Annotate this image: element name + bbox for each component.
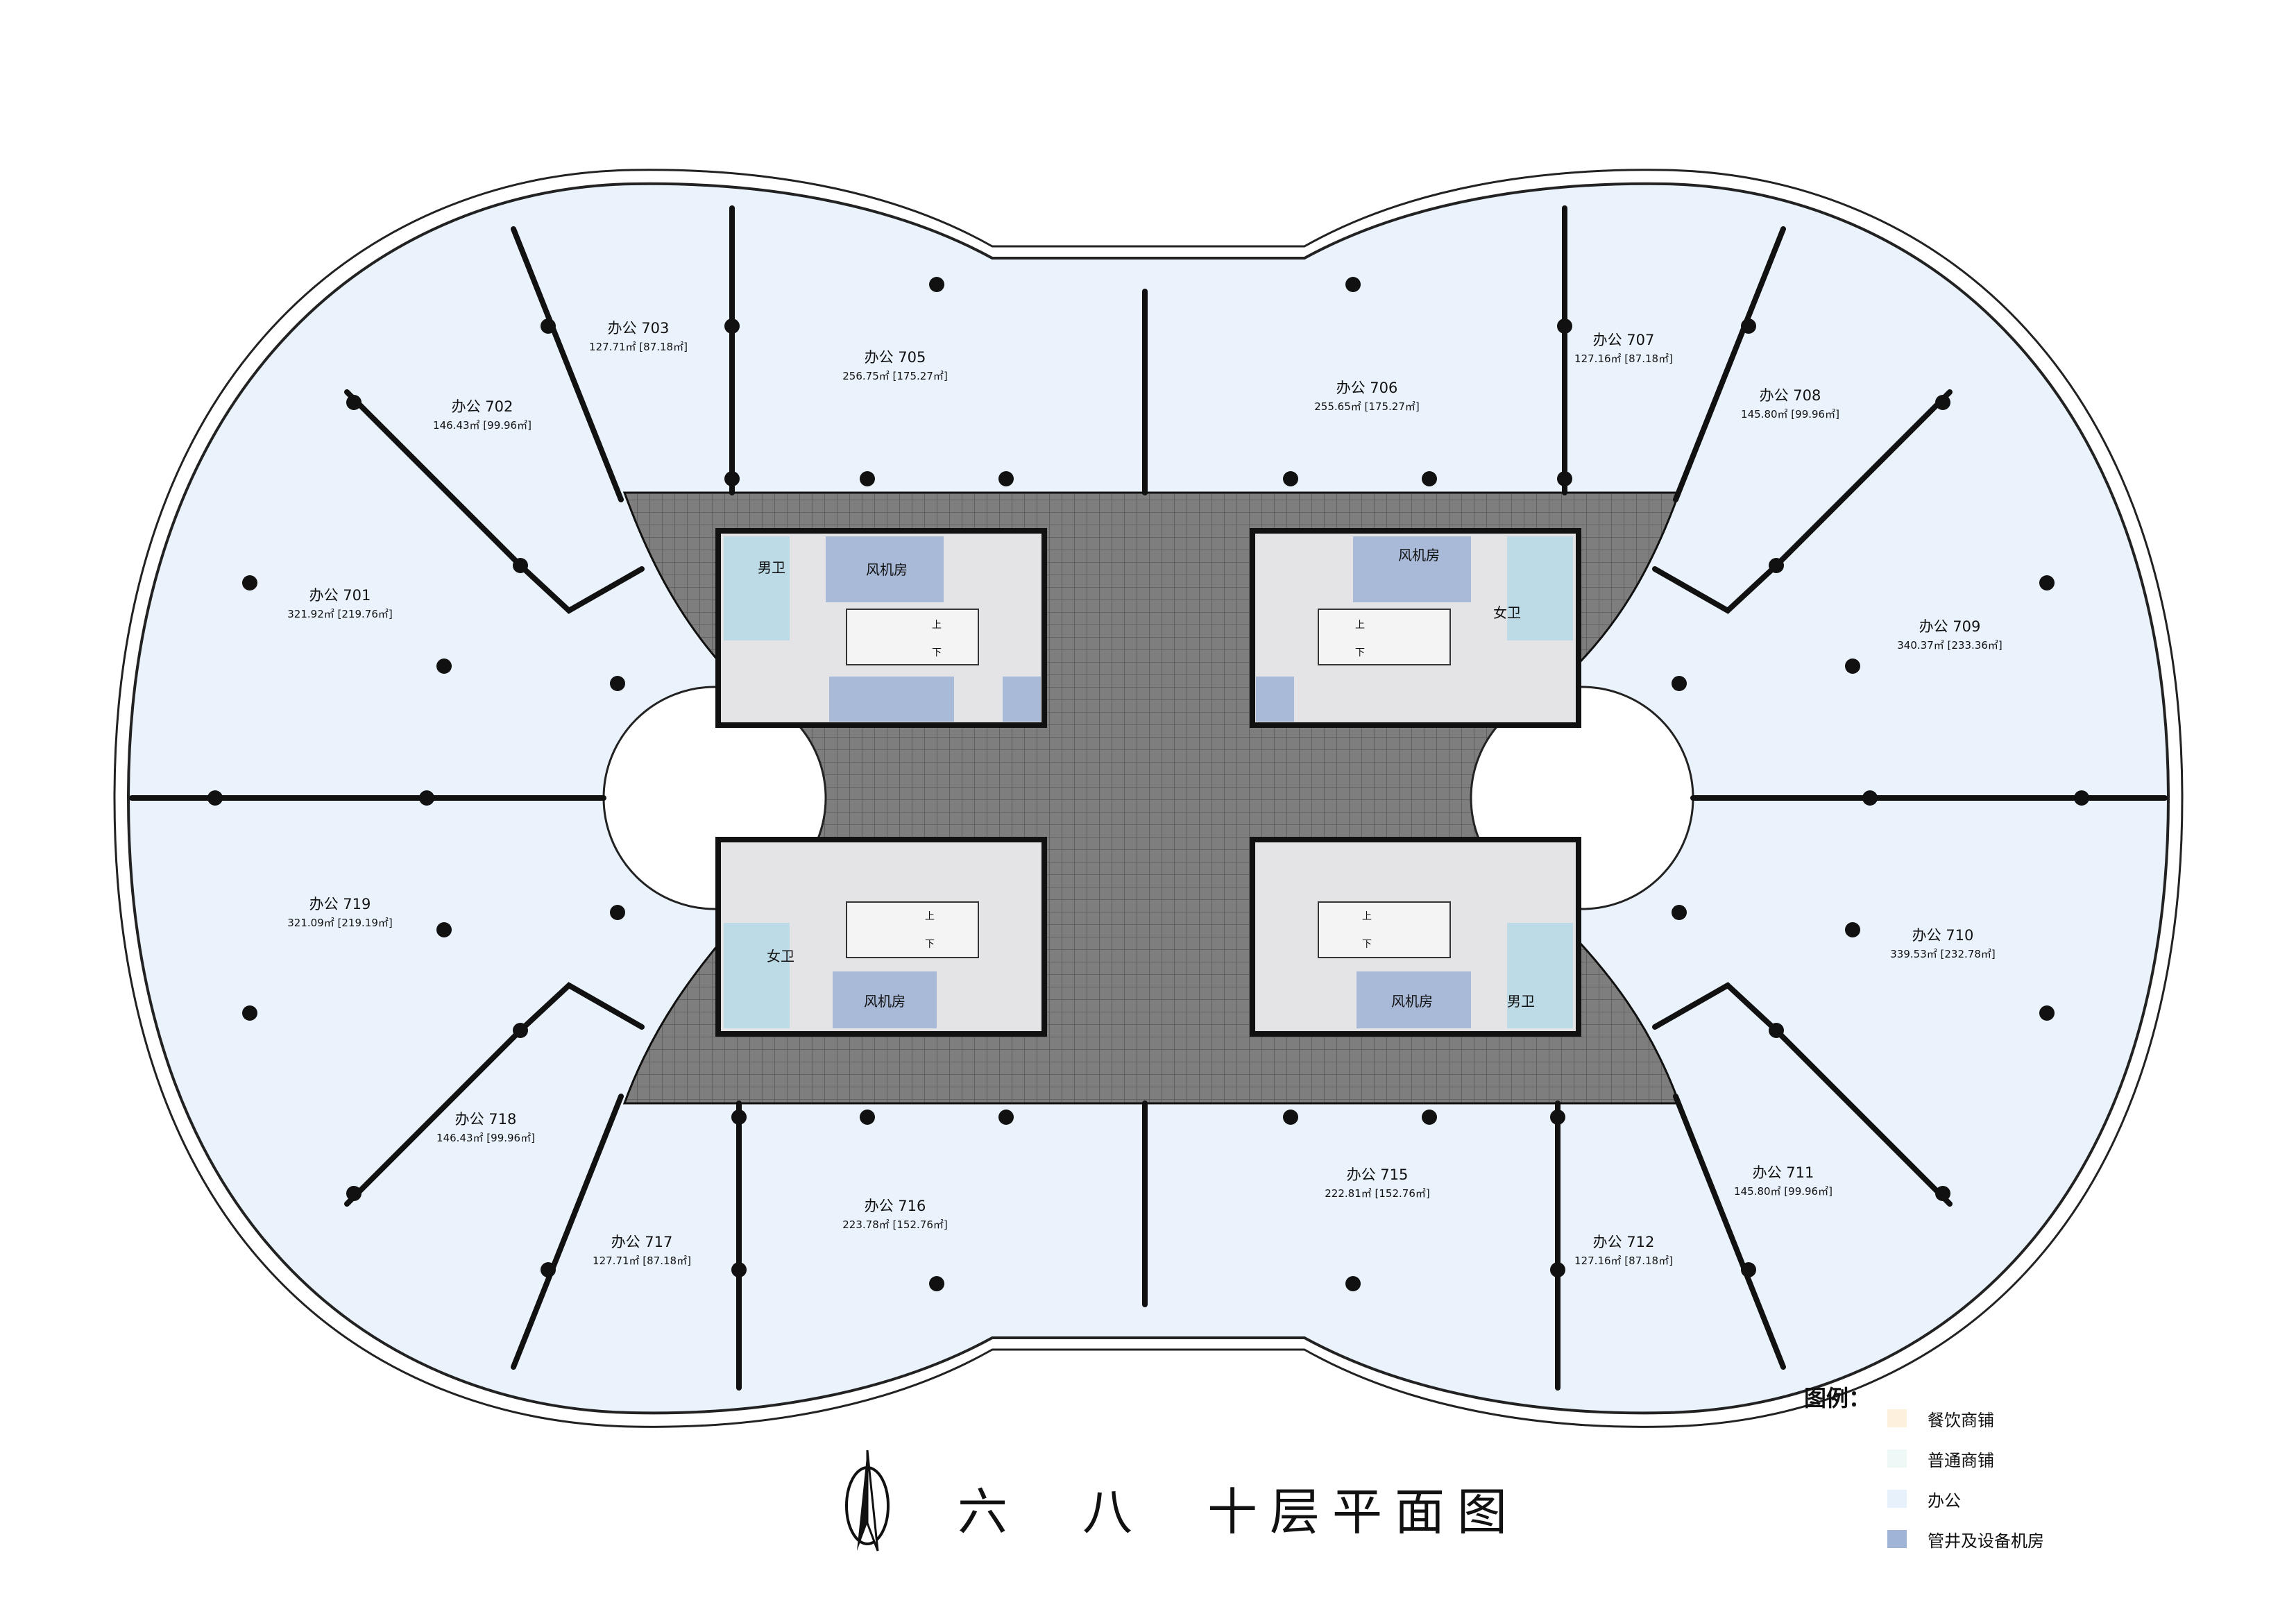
unit-710-area: 339.53㎡ [232.78㎡] [1890, 948, 1995, 960]
stair-up-label-nw: 上 [932, 620, 942, 631]
unit-711-area: 145.80㎡ [99.96㎡] [1734, 1185, 1832, 1198]
unit-707-name: 办公 707 [1593, 332, 1655, 348]
unit-706-area: 255.65㎡ [175.27㎡] [1314, 400, 1419, 413]
unit-702-name: 办公 702 [452, 398, 513, 415]
unit-701-area: 321.92㎡ [219.76㎡] [287, 608, 392, 620]
unit-701-name: 办公 701 [309, 587, 371, 604]
legend-label-office: 办公 [1928, 1491, 1961, 1511]
core-nw: 男卫 风机房 上 下 [715, 528, 1047, 728]
stair-up-label-ne: 上 [1355, 620, 1365, 631]
legend-item-equipment: 管井及设备机房 [1887, 1526, 2165, 1554]
men-restroom-label-nw: 男卫 [758, 559, 785, 576]
unit-719-area: 321.09㎡ [219.19㎡] [287, 917, 392, 929]
unit-716-area: 223.78㎡ [152.76㎡] [842, 1218, 947, 1231]
legend-swatch-dining [1887, 1409, 1907, 1427]
unit-709-name: 办公 709 [1919, 618, 1981, 635]
women-restroom-label-ne: 女卫 [1493, 604, 1521, 621]
legend-label-dining: 餐饮商铺 [1928, 1411, 1994, 1430]
unit-703-area: 127.71㎡ [87.18㎡] [589, 341, 688, 353]
legend-swatch-equipment [1887, 1530, 1907, 1548]
unit-703-name: 办公 703 [608, 320, 670, 337]
legend-swatch-retail [1887, 1450, 1907, 1468]
stair-down-label-nw: 下 [932, 647, 942, 658]
legend-label-retail: 普通商铺 [1928, 1451, 1994, 1470]
women-restroom-label-sw: 女卫 [767, 948, 794, 965]
unit-715-name: 办公 715 [1347, 1166, 1409, 1183]
partition-walls [129, 205, 2168, 1391]
unit-706-name: 办公 706 [1336, 380, 1398, 396]
legend-title: 图例： [1804, 1385, 1871, 1411]
unit-705-area: 256.75㎡ [175.27㎡] [842, 370, 947, 382]
unit-labels: 办公 703 127.71㎡ [87.18㎡] 办公 702 146.43㎡ [… [287, 320, 2002, 1267]
unit-711-name: 办公 711 [1753, 1164, 1814, 1181]
unit-717-area: 127.71㎡ [87.18㎡] [593, 1255, 691, 1267]
structural-columns [207, 277, 2089, 1291]
core-sw: 女卫 风机房 上 下 [715, 837, 1047, 1037]
legend-label-equipment: 管井及设备机房 [1928, 1531, 2044, 1551]
unit-718-area: 146.43㎡ [99.96㎡] [436, 1132, 535, 1144]
stair-down-label-ne: 下 [1355, 647, 1365, 658]
stair-up-label-sw: 上 [925, 911, 935, 922]
north-arrow-icon [845, 1450, 890, 1552]
unit-718-name: 办公 718 [455, 1111, 517, 1128]
legend-swatch-office [1887, 1490, 1907, 1508]
fan-room-label-se: 风机房 [1391, 993, 1433, 1010]
legend-item-dining: 餐饮商铺 [1887, 1405, 2165, 1433]
unit-719-name: 办公 719 [309, 896, 371, 912]
unit-707-area: 127.16㎡ [87.18㎡] [1574, 352, 1673, 365]
unit-712-name: 办公 712 [1593, 1234, 1655, 1250]
unit-709-area: 340.37㎡ [233.36㎡] [1897, 639, 2002, 652]
stair-down-label-se: 下 [1362, 939, 1372, 950]
page-title: 六 八 十层平面图 [958, 1483, 1520, 1541]
unit-705-name: 办公 705 [865, 349, 926, 366]
legend-item-retail: 普通商铺 [1887, 1445, 2165, 1473]
legend: 图例： 餐饮商铺 普通商铺 办公 管井及设备机房 [1804, 1381, 2137, 1561]
unit-712-area: 127.16㎡ [87.18㎡] [1574, 1255, 1673, 1267]
unit-708-name: 办公 708 [1760, 387, 1821, 404]
stair-down-label-sw: 下 [925, 939, 935, 950]
unit-716-name: 办公 716 [865, 1198, 926, 1214]
stair-up-label-se: 上 [1362, 911, 1372, 922]
unit-702-area: 146.43㎡ [99.96㎡] [433, 419, 532, 432]
core-ne: 风机房 女卫 上 下 [1250, 528, 1581, 728]
men-restroom-label-se: 男卫 [1507, 993, 1535, 1010]
unit-708-area: 145.80㎡ [99.96㎡] [1741, 408, 1839, 420]
core-se: 风机房 男卫 上 下 [1250, 837, 1581, 1037]
fan-room-label-sw: 风机房 [864, 993, 905, 1010]
unit-717-name: 办公 717 [611, 1234, 673, 1250]
legend-item-office: 办公 [1887, 1486, 2165, 1513]
fan-room-label-ne: 风机房 [1398, 547, 1440, 563]
fan-room-label-nw: 风机房 [866, 561, 908, 578]
unit-710-name: 办公 710 [1912, 927, 1974, 944]
unit-715-area: 222.81㎡ [152.76㎡] [1325, 1187, 1429, 1200]
